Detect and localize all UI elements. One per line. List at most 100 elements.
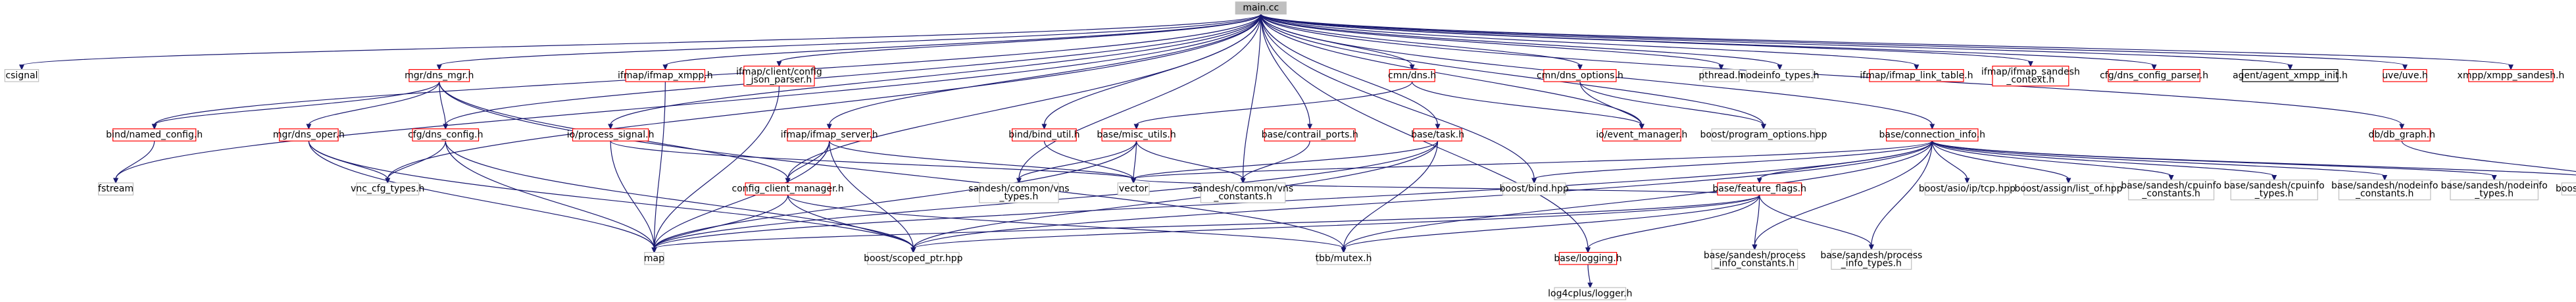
node-mgrdns-mgr[interactable]: mgr/dns_mgr.h — [405, 69, 474, 82]
edge-base_feature_flags-to-base_sandesh_process_info_constants — [1754, 195, 1760, 246]
node-xmpp-xmpp-sandesh[interactable]: xmpp/xmpp_sandesh.h — [2458, 69, 2565, 82]
node-label: ifmap/ifmap_server.h — [781, 130, 878, 140]
node-io-event-manager[interactable]: io/event_manager.h — [1596, 128, 1687, 141]
node-box — [1413, 128, 1462, 141]
edge-bind_util-to-vector — [1043, 141, 1134, 180]
edge-ifmap_server-to-vector — [829, 141, 1134, 180]
edge-base_task-to-boost_scoped_ptr — [912, 141, 1439, 249]
node-pthread: pthread.h — [1698, 69, 1743, 82]
edge-base_feature_flags-to-base_sandesh_process_info_types — [1759, 195, 1872, 246]
node-box — [1831, 249, 1912, 270]
node-cfg-dns-config-parser[interactable]: cfg/dns_config_parser.h — [2100, 69, 2208, 82]
node-label: _constants.h — [2355, 189, 2414, 199]
edge-main-to-nodeinfo_types — [1260, 14, 1781, 66]
edge-base_connection_info-to-boost_scoped_ptr — [912, 141, 1933, 249]
edge-db_db_graph-to-boost_tuple_tuple — [2401, 141, 2576, 172]
node-cmn-dns[interactable]: cmn/dns.h — [1388, 69, 1436, 82]
node-label: cmn/dns_options.h — [1537, 70, 1623, 81]
node-uve-uve[interactable]: uve/uve.h — [2382, 69, 2428, 82]
edge-config_client_manager-to-tbb_mutex — [787, 195, 1345, 249]
node-ifmap-link-table[interactable]: ifmap/ifmap_link_table.h — [1860, 69, 1973, 82]
arrowhead-base_connection_info-to-base_feature_flags — [1756, 178, 1762, 184]
node-mgr-dns-oper[interactable]: mgr/dns_oper.h — [273, 128, 345, 141]
node-box — [2373, 128, 2431, 141]
edge-main-to-ifmap_xmpp — [664, 14, 1262, 66]
arrowhead-base_connection_info-to-boost_assign_list_of — [2066, 178, 2071, 184]
node-box — [1992, 65, 2069, 87]
node-ifmap-client-config-json[interactable]: ifmap/client/config_json_parser.h — [736, 65, 822, 87]
node-bind-util[interactable]: bind/bind_util.h — [1008, 128, 1080, 141]
edge-base_connection_info-to-tbb_mutex — [1343, 141, 1933, 249]
node-ifmap-xmpp[interactable]: ifmap/ifmap_xmpp.h — [618, 69, 713, 82]
edge-main-to-base_contrail_ports — [1260, 14, 1310, 125]
node-label: sandesh/common/vns — [968, 184, 1069, 194]
edge-main-to-pthread — [1260, 14, 1721, 66]
node-base-task[interactable]: base/task.h — [1411, 128, 1464, 141]
edge-base_connection_info-to-base_sandesh_cpuinfo_types — [1931, 140, 2275, 177]
arrowhead-base_logging-to-log4cplus_logger — [1587, 282, 1593, 289]
node-base-feature-flags[interactable]: base/feature_flags.h — [1712, 182, 1806, 196]
node-base-logging[interactable]: base/logging.h — [1554, 251, 1622, 265]
node-label: base/sandesh/process — [1704, 250, 1806, 261]
arrowhead-main-to-ifmap_server — [826, 124, 832, 130]
node-box — [2108, 69, 2200, 82]
arrowhead-cfg_dns_config-to-vnc_cfg_types — [385, 178, 391, 184]
arrowhead-cmn_dns_options-to-io_event_manager — [1639, 124, 1645, 130]
node-main: main.cc — [1235, 1, 1287, 15]
node-db-db-graph[interactable]: db/db_graph.h — [2368, 128, 2435, 141]
edge-base_connection_info-to-boost_tuple_tuple — [1931, 140, 2576, 176]
node-label: db/db_graph.h — [2368, 130, 2435, 140]
node-label: _info_types.h — [1841, 258, 1902, 268]
edge-main-to-bind_named_config — [154, 14, 1262, 126]
edge-mgr_dns_oper-to-map — [308, 141, 655, 249]
node-box — [1924, 182, 2010, 196]
node-base-contrail-ports[interactable]: base/contrail_ports.h — [1262, 128, 1358, 141]
edge-config_client_manager-to-boost_scoped_ptr — [787, 195, 914, 249]
node-config-client-manager[interactable]: config_client_manager.h — [732, 182, 844, 196]
arrowhead-base_feature_flags-to-tbb_mutex — [1341, 247, 1347, 253]
arrowhead-mgrdns_mgr-to-mgr_dns_oper — [306, 124, 312, 130]
edge-mgrdns_mgr-to-tbb_mutex — [439, 82, 1345, 249]
node-box — [625, 69, 706, 82]
node-label: boost/asio/ip/tcp.hpp — [1919, 184, 2016, 194]
node-label: ifmap/ifmap_sandesh — [1981, 67, 2080, 78]
node-label: base/contrail_ports.h — [1262, 130, 1358, 140]
node-label: fstream — [98, 184, 134, 194]
edge-main-to-ifmap_server — [829, 14, 1262, 125]
node-box — [2383, 69, 2427, 82]
node-base-misc-utils[interactable]: base/misc_utils.h — [1097, 128, 1176, 141]
node-base-sandesh-process-info-types: base/sandesh/process_info_types.h — [1820, 249, 1922, 270]
node-box — [2561, 182, 2576, 196]
edge-base_task-to-tbb_mutex — [1343, 141, 1439, 249]
node-label: cfg/dns_config.h — [408, 130, 483, 140]
edge-main-to-uve_uve — [1260, 13, 2406, 66]
node-ifmap-server[interactable]: ifmap/ifmap_server.h — [781, 128, 878, 141]
node-boost-assign-list-of: boost/assign/list_of.hpp — [2014, 182, 2123, 196]
arrowhead-base_connection_info-to-base_sandesh_nodeinfo_constants — [2382, 175, 2388, 181]
node-cmn-dns-options[interactable]: cmn/dns_options.h — [1537, 69, 1623, 82]
edge-main-to-io_event_manager — [1260, 14, 1643, 125]
node-box — [1316, 251, 1371, 265]
node-bind-named-config[interactable]: bind/named_config.h — [106, 128, 203, 141]
edge-main-to-mgrdns_mgr — [439, 13, 1262, 66]
arrowhead-main-to-pthread — [1718, 64, 1724, 70]
node-cfg-dns-config[interactable]: cfg/dns_config.h — [408, 128, 483, 141]
node-label: _types.h — [2254, 189, 2294, 199]
edge-base_contrail_ports-to-sandesh_common_vns_constants — [1243, 141, 1310, 180]
node-label: boost/tuple/tuple.hpp — [2556, 184, 2576, 194]
node-ifmap-sandesh-context[interactable]: ifmap/ifmap_sandesh_context.h — [1981, 65, 2080, 87]
node-label: agent/agent_xmpp_init.h — [2233, 70, 2348, 81]
node-label: _constants.h — [2141, 189, 2200, 199]
arrowhead-base_feature_flags-to-boost_scoped_ptr — [910, 247, 916, 253]
edge-base_feature_flags-to-map — [653, 194, 1760, 249]
arrowhead-main-to-nodeinfo_types — [1777, 64, 1783, 70]
node-box — [743, 65, 815, 87]
edge-cfg_dns_config-to-vnc_cfg_types — [387, 141, 446, 180]
arrowhead-main-to-io_process_signal — [608, 124, 614, 130]
node-io-process-signal[interactable]: io/process_signal.h — [567, 128, 655, 141]
edge-base_connection_info-to-base_sandesh_process_info_types — [1871, 141, 1933, 246]
edge-base_misc_utils-to-sandesh_common_vns_constants — [1135, 141, 1244, 180]
edge-main-to-db_db_graph — [1260, 14, 2402, 126]
node-base-connection-info[interactable]: base/connection_info.h — [1879, 128, 1985, 141]
